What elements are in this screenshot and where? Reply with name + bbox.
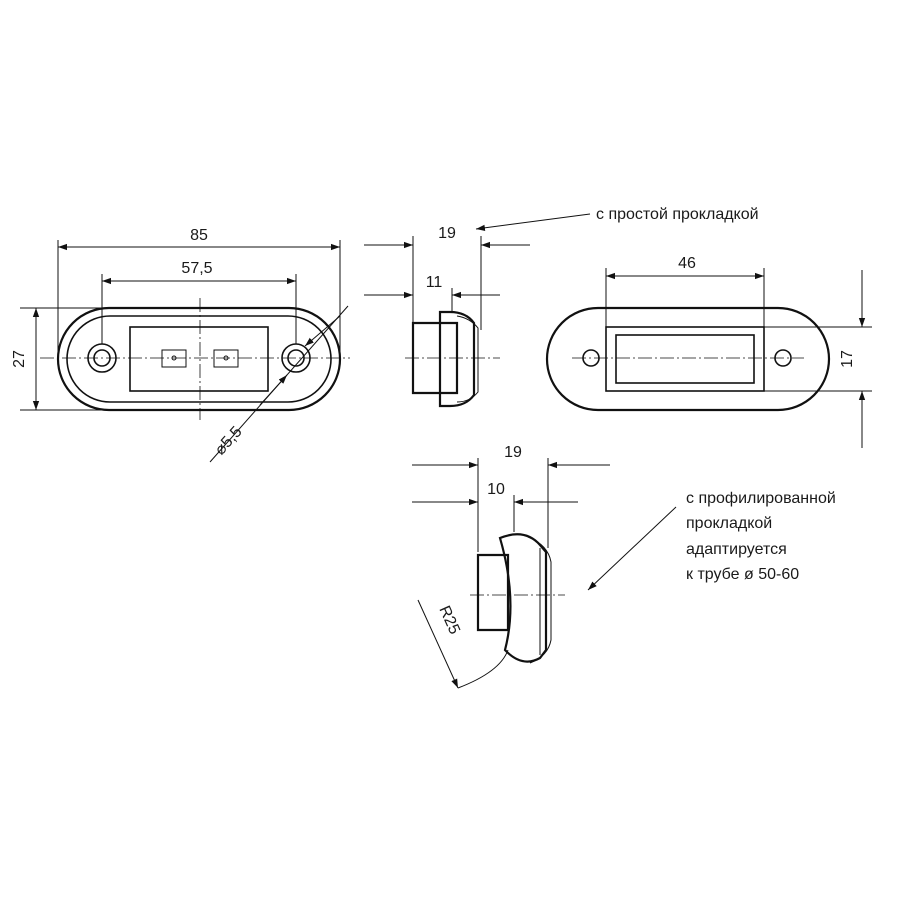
- dim-radius-leader: [417, 599, 459, 689]
- note-simple-gasket: с простой прокладкой: [596, 206, 759, 223]
- profiled-dimensions: 19 10 R25 с профилированной прокладкой а…: [412, 444, 836, 689]
- profiled-cap-body: [498, 533, 548, 663]
- profiled-radius-arc: [457, 649, 509, 689]
- back-view: [545, 306, 831, 412]
- front-dimensions: 85 57,5 27 ⌀5,5: [11, 227, 349, 463]
- dim-side-depth: 19: [438, 225, 456, 242]
- front-outer-body: [56, 306, 342, 412]
- note-profiled-line-4: к трубе ø 50-60: [686, 566, 799, 583]
- side-dimensions: 19 11 с простой прокладкой: [364, 206, 759, 330]
- dim-diameter-arrow-a: [259, 374, 288, 406]
- back-lens-outer: [605, 326, 765, 392]
- profiled-cap-inner: [527, 536, 552, 664]
- dim-side-base: 11: [426, 274, 443, 291]
- dim-profile-depth: 19: [504, 444, 522, 461]
- side-view: [405, 310, 500, 408]
- dim-height: 27: [11, 350, 28, 368]
- note-simple-leader: [475, 213, 591, 231]
- front-inner-outline: [66, 315, 332, 403]
- dim-overall-length: 85: [190, 227, 208, 244]
- dim-lens-height: 17: [839, 350, 856, 368]
- front-lens-window: [129, 326, 269, 392]
- dim-lens-width: 46: [678, 255, 696, 272]
- note-profiled-line-3: адаптируется: [686, 541, 787, 558]
- profiled-view: [457, 533, 565, 689]
- note-profiled-line-2: прокладкой: [686, 515, 772, 532]
- note-profiled-leader: [587, 506, 677, 591]
- dim-profile-base: 10: [487, 481, 505, 498]
- back-lens-inner: [615, 334, 755, 384]
- note-profiled-line-1: с профилированной: [686, 490, 836, 507]
- dim-hole-diameter: ⌀5,5: [212, 423, 246, 458]
- dim-radius: R25: [435, 603, 463, 637]
- dim-hole-spacing: 57,5: [181, 260, 212, 277]
- profiled-base-body: [476, 553, 510, 632]
- back-dimensions: 46 17: [605, 255, 872, 448]
- side-cap-inner: [456, 315, 479, 403]
- front-contact-left: [161, 349, 187, 368]
- back-outer-body: [545, 306, 831, 412]
- dim-diameter-arrow-b: [304, 315, 341, 347]
- side-cap-body: [438, 310, 476, 408]
- front-view: [40, 298, 350, 420]
- front-contact-right: [213, 349, 239, 368]
